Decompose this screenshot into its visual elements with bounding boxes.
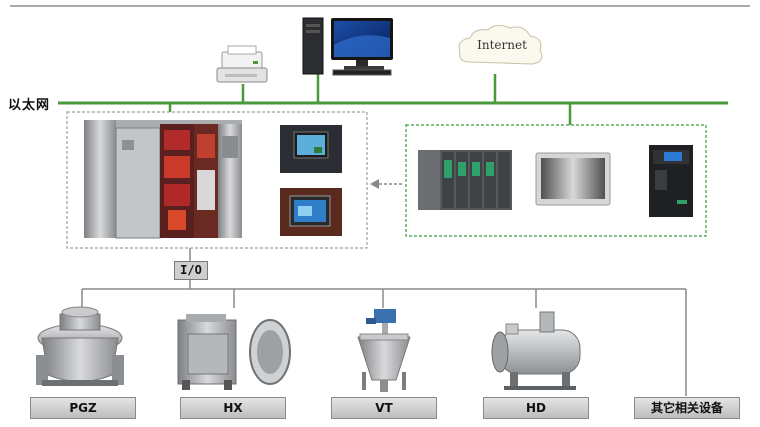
plc-rack-image <box>418 150 512 210</box>
vt-mixer-image <box>357 309 411 392</box>
ethernet-bus <box>58 74 728 125</box>
ethernet-label: 以太网 <box>8 98 51 113</box>
pgz-centrifuge-image <box>36 306 124 386</box>
hmi-panel-image-1 <box>280 125 342 173</box>
hmi-panel-image-2 <box>280 188 342 236</box>
device-label-pgz: PGZ <box>30 397 136 419</box>
hd-equipment-image <box>491 311 581 390</box>
device-label-vt: VT <box>331 397 437 419</box>
io-bus <box>81 248 687 396</box>
touch-panel-image <box>535 152 611 206</box>
internet-label: Internet <box>477 38 527 52</box>
printer-icon <box>216 45 268 83</box>
plc-equipment-box <box>405 124 707 237</box>
io-module-label: I/O <box>174 261 208 280</box>
control-cabinets-image <box>84 120 242 239</box>
drive-image <box>649 145 693 217</box>
device-label-hd: HD <box>483 397 589 419</box>
device-label-other: 其它相关设备 <box>634 397 740 419</box>
internet-cloud-icon <box>458 24 543 65</box>
hx-equipment-image <box>177 314 291 390</box>
computer-icon <box>302 17 393 76</box>
data-flow-arrow <box>370 179 402 189</box>
device-label-hx: HX <box>180 397 286 419</box>
control-room-box <box>66 111 368 249</box>
